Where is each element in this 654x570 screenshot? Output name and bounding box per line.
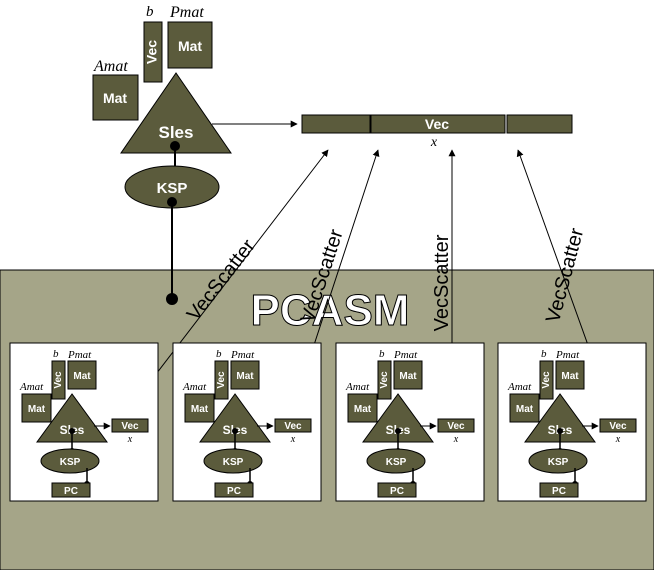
global-vec-x-label: x (430, 135, 438, 150)
sub-ksp-ellipse: KSP (40, 448, 100, 474)
sub-label-b: b (53, 348, 59, 360)
sub-label-b: b (379, 348, 385, 360)
sub-vec-out-block: Vec (437, 418, 475, 433)
connector-dot (232, 428, 238, 434)
sub-label-b: b (216, 348, 222, 360)
connector-dot (557, 428, 563, 434)
top-ksp-ellipse: KSP (124, 165, 220, 209)
svg-text:Mat: Mat (103, 90, 127, 106)
sub-label-pmat: Pmat (393, 349, 418, 361)
sub-label-amat: Amat (19, 381, 44, 393)
svg-text:Mat: Mat (236, 371, 254, 382)
svg-text:PC: PC (552, 486, 566, 497)
sub-mat-block-pmat: Mat (67, 360, 97, 390)
global-vec-bar: Vec (301, 114, 573, 134)
sub-mat-block-pmat: Mat (230, 360, 260, 390)
svg-text:Mat: Mat (516, 404, 534, 415)
sub-panel-4: b Pmat Amat Vec Mat Mat Sles KSP P (497, 342, 647, 502)
svg-text:KSP: KSP (548, 457, 569, 468)
sub-mat-block-amat: Mat (184, 393, 215, 423)
top-label-amat: Amat (93, 58, 128, 75)
svg-text:Sles: Sles (159, 123, 194, 142)
top-mat-block-amat: Mat (92, 74, 139, 121)
svg-text:KSP: KSP (223, 457, 244, 468)
svg-text:PC: PC (227, 486, 241, 497)
svg-text:Vec: Vec (121, 421, 139, 432)
sub-label-pmat: Pmat (555, 349, 580, 361)
svg-text:Vec: Vec (379, 371, 390, 389)
sub-mat-block-pmat: Mat (393, 360, 423, 390)
sub-vec-out-block: Vec (111, 418, 149, 433)
sub-ksp-ellipse: KSP (203, 448, 263, 474)
sub-vec-block: Vec (377, 360, 392, 400)
svg-text:KSP: KSP (157, 180, 188, 197)
top-mat-block-pmat: Mat (167, 21, 213, 69)
sub-vec-block: Vec (51, 360, 66, 400)
sub-ksp-ellipse: KSP (366, 448, 426, 474)
sub-pc-block: PC (377, 482, 417, 498)
svg-text:Vec: Vec (541, 371, 552, 389)
svg-text:Vec: Vec (53, 371, 64, 389)
sub-pc-block: PC (214, 482, 254, 498)
sub-vec-out-block: Vec (274, 418, 312, 433)
sub-label-amat: Amat (507, 381, 532, 393)
svg-text:Vec: Vec (447, 421, 465, 432)
top-label-pmat: Pmat (169, 4, 204, 21)
connector-dot (166, 293, 178, 305)
svg-text:Vec: Vec (144, 40, 160, 64)
sub-vec-block: Vec (214, 360, 229, 400)
sub-x-label: x (290, 434, 296, 445)
sub-label-amat: Amat (182, 381, 207, 393)
sub-mat-block-amat: Mat (347, 393, 378, 423)
top-vec-block: Vec (143, 21, 163, 83)
svg-text:Vec: Vec (609, 421, 627, 432)
vecscatter-arrow-1 (129, 149, 329, 409)
svg-text:Vec: Vec (284, 421, 302, 432)
svg-text:Mat: Mat (561, 371, 579, 382)
sub-label-pmat: Pmat (67, 349, 92, 361)
sub-mat-block-amat: Mat (509, 393, 540, 423)
connector-dot (167, 197, 177, 207)
svg-text:PC: PC (390, 486, 404, 497)
sub-x-label: x (615, 434, 621, 445)
connector-dot (170, 141, 180, 151)
sub-mat-block-amat: Mat (21, 393, 52, 423)
svg-text:KSP: KSP (60, 457, 81, 468)
connector-dot (69, 428, 75, 434)
svg-text:Mat: Mat (399, 371, 417, 382)
sub-panel-3: b Pmat Amat Vec Mat Mat Sles KSP P (335, 342, 485, 502)
svg-text:Mat: Mat (178, 38, 202, 54)
sub-x-label: x (453, 434, 459, 445)
pcasm-title: PCASM (251, 286, 410, 335)
sub-vec-block: Vec (539, 360, 554, 400)
svg-text:Mat: Mat (28, 404, 46, 415)
svg-text:Mat: Mat (191, 404, 209, 415)
svg-text:Vec: Vec (216, 371, 227, 389)
global-vec-label: Vec (425, 116, 449, 132)
sub-label-amat: Amat (345, 381, 370, 393)
sub-label-b: b (541, 348, 547, 360)
sub-pc-block: PC (539, 482, 579, 498)
sub-label-pmat: Pmat (230, 349, 255, 361)
svg-text:Mat: Mat (354, 404, 372, 415)
svg-text:PC: PC (64, 486, 78, 497)
sub-x-label: x (127, 434, 133, 445)
sub-pc-block: PC (51, 482, 91, 498)
vecscatter-label-3: VecScatter (431, 234, 453, 331)
svg-text:Mat: Mat (73, 371, 91, 382)
svg-text:KSP: KSP (386, 457, 407, 468)
sub-mat-block-pmat: Mat (555, 360, 585, 390)
sub-vec-out-block: Vec (599, 418, 637, 433)
sub-panel-1: b Pmat Amat Vec Mat Mat Sles KSP P (9, 342, 159, 502)
sub-ksp-ellipse: KSP (528, 448, 588, 474)
sub-panel-2: b Pmat Amat Vec Mat Mat Sles KSP P (172, 342, 322, 502)
top-label-b: b (146, 4, 154, 20)
connector-dot (395, 428, 401, 434)
